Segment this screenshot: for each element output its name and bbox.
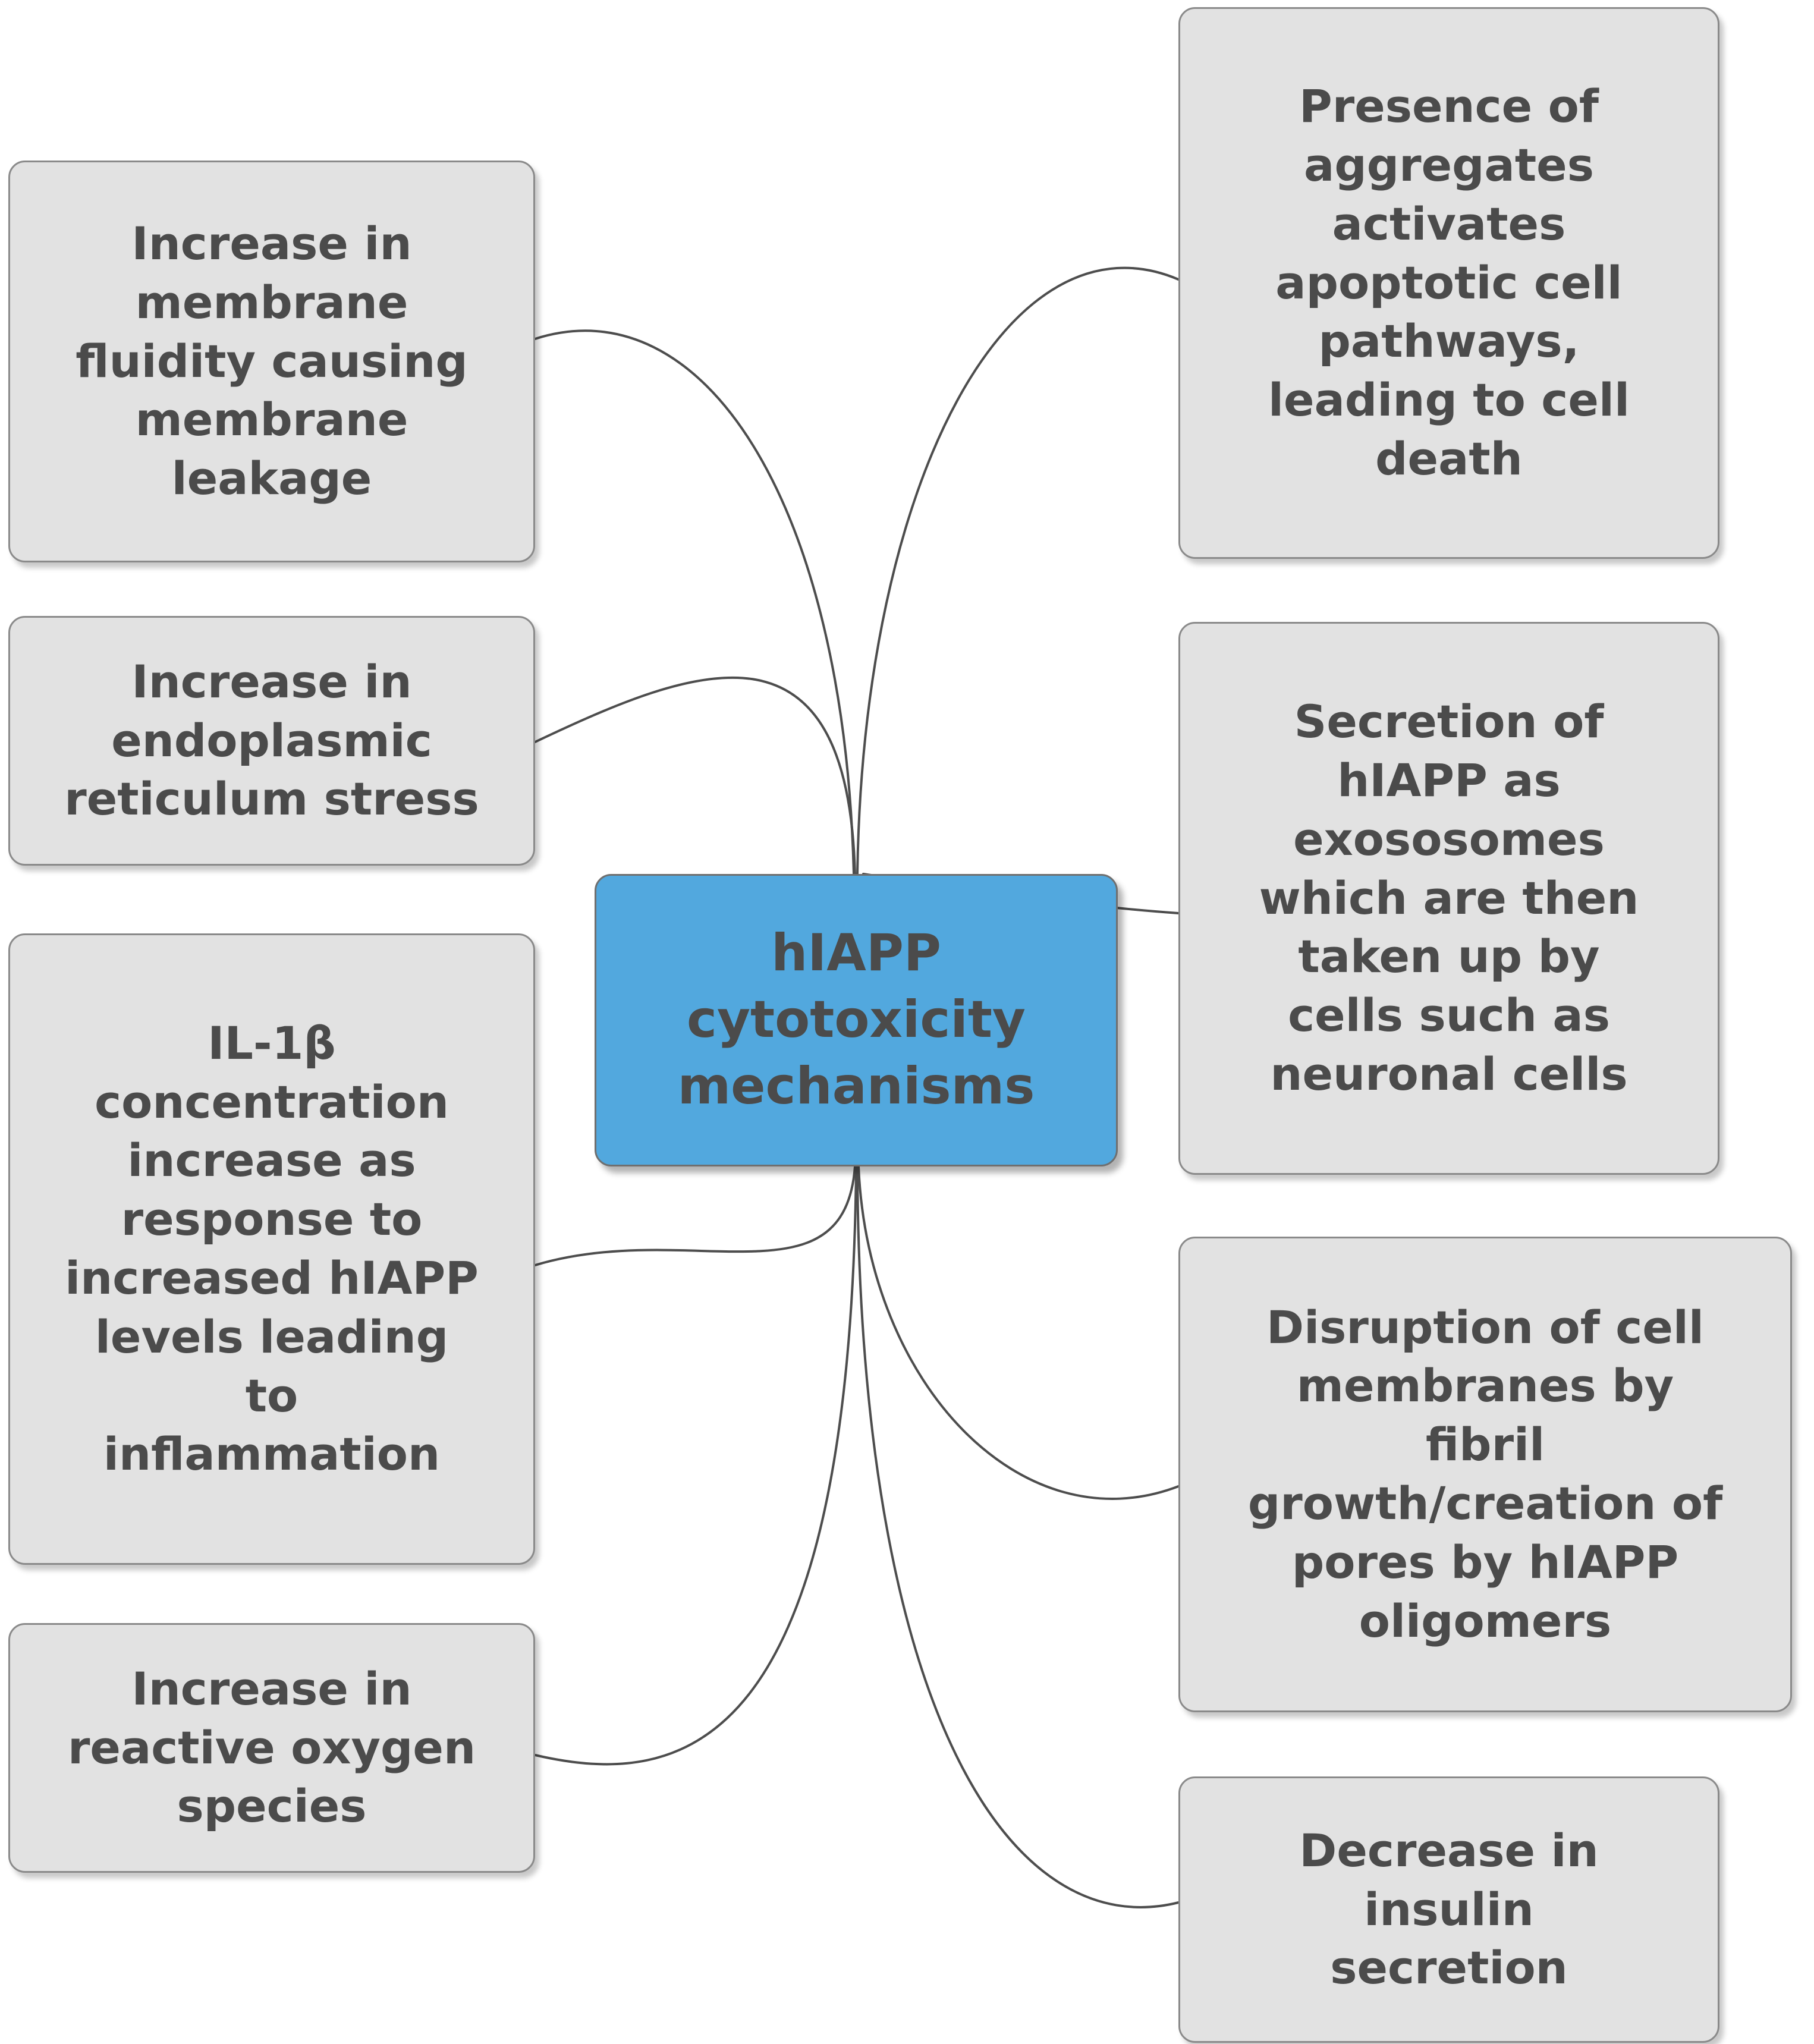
node-label-il1b-inflammation: IL-1β concentration increase as response… xyxy=(65,1016,479,1481)
edge-reactive-oxygen-species xyxy=(534,1165,857,1766)
node-reactive-oxygen-species[interactable]: Increase in reactive oxygen species xyxy=(8,1623,535,1873)
edge-membrane-disruption xyxy=(857,1165,1180,1500)
node-insulin-secretion[interactable]: Decrease in insulin secretion xyxy=(1178,1776,1719,2043)
center-node-hiapp-cytotoxicity-mechanisms[interactable]: hIAPP cytotoxicity mechanisms xyxy=(595,874,1118,1166)
node-label-er-stress: Increase in endoplasmic reticulum stress xyxy=(64,655,479,826)
edge-insulin-secretion xyxy=(856,1165,1180,1908)
edge-er-stress xyxy=(534,676,856,875)
node-label-membrane-disruption: Disruption of cell membranes by fibril g… xyxy=(1247,1300,1723,1647)
edge-membrane-fluidity xyxy=(534,329,855,875)
node-label-membrane-fluidity: Increase in membrane fluidity causing me… xyxy=(76,217,468,505)
node-label-exosome-secretion: Secretion of hIAPP as exososomes which a… xyxy=(1259,695,1639,1100)
node-label-apoptotic-pathways: Presence of aggregates activates apoptot… xyxy=(1268,80,1630,485)
node-membrane-disruption[interactable]: Disruption of cell membranes by fibril g… xyxy=(1178,1237,1792,1712)
node-exosome-secretion[interactable]: Secretion of hIAPP as exososomes which a… xyxy=(1178,622,1719,1175)
center-node-label: hIAPP cytotoxicity mechanisms xyxy=(677,923,1035,1116)
node-membrane-fluidity[interactable]: Increase in membrane fluidity causing me… xyxy=(8,161,535,562)
node-label-insulin-secretion: Decrease in insulin secretion xyxy=(1299,1823,1599,1995)
node-label-reactive-oxygen-species: Increase in reactive oxygen species xyxy=(67,1662,476,1833)
node-apoptotic-pathways[interactable]: Presence of aggregates activates apoptot… xyxy=(1178,7,1719,559)
node-il1b-inflammation[interactable]: IL-1β concentration increase as response… xyxy=(8,933,535,1565)
edge-apoptotic-pathways xyxy=(856,266,1180,875)
node-er-stress[interactable]: Increase in endoplasmic reticulum stress xyxy=(8,616,535,866)
edge-il1b-inflammation xyxy=(534,1165,856,1266)
